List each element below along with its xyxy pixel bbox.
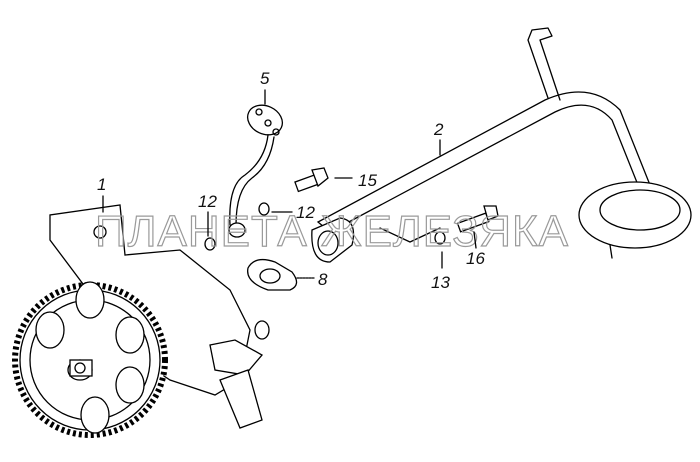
oil-pump xyxy=(12,204,270,438)
callout-5: 5 xyxy=(260,69,270,88)
washer-12-left xyxy=(204,237,216,251)
callout-13: 13 xyxy=(431,273,450,292)
callout-2: 2 xyxy=(433,120,444,139)
callout-16: 16 xyxy=(466,249,485,268)
oil-tube xyxy=(228,104,284,238)
washer-13 xyxy=(434,231,446,245)
watermark: ПЛАНЕТА ЖЕЛЕЗЯКА xyxy=(95,207,569,256)
callout-15: 15 xyxy=(358,171,377,190)
gasket-8 xyxy=(247,258,298,291)
callouts: 1 2 5 8 12 12 13 15 16 xyxy=(97,69,485,292)
intake-pipe xyxy=(311,27,692,263)
callout-8: 8 xyxy=(318,270,328,289)
callout-12-left: 12 xyxy=(198,192,217,211)
washer-12-right xyxy=(258,202,270,216)
callout-12-right: 12 xyxy=(296,203,315,222)
bolt-15 xyxy=(294,167,329,193)
bolt-16 xyxy=(456,205,499,233)
callout-1: 1 xyxy=(97,175,106,194)
